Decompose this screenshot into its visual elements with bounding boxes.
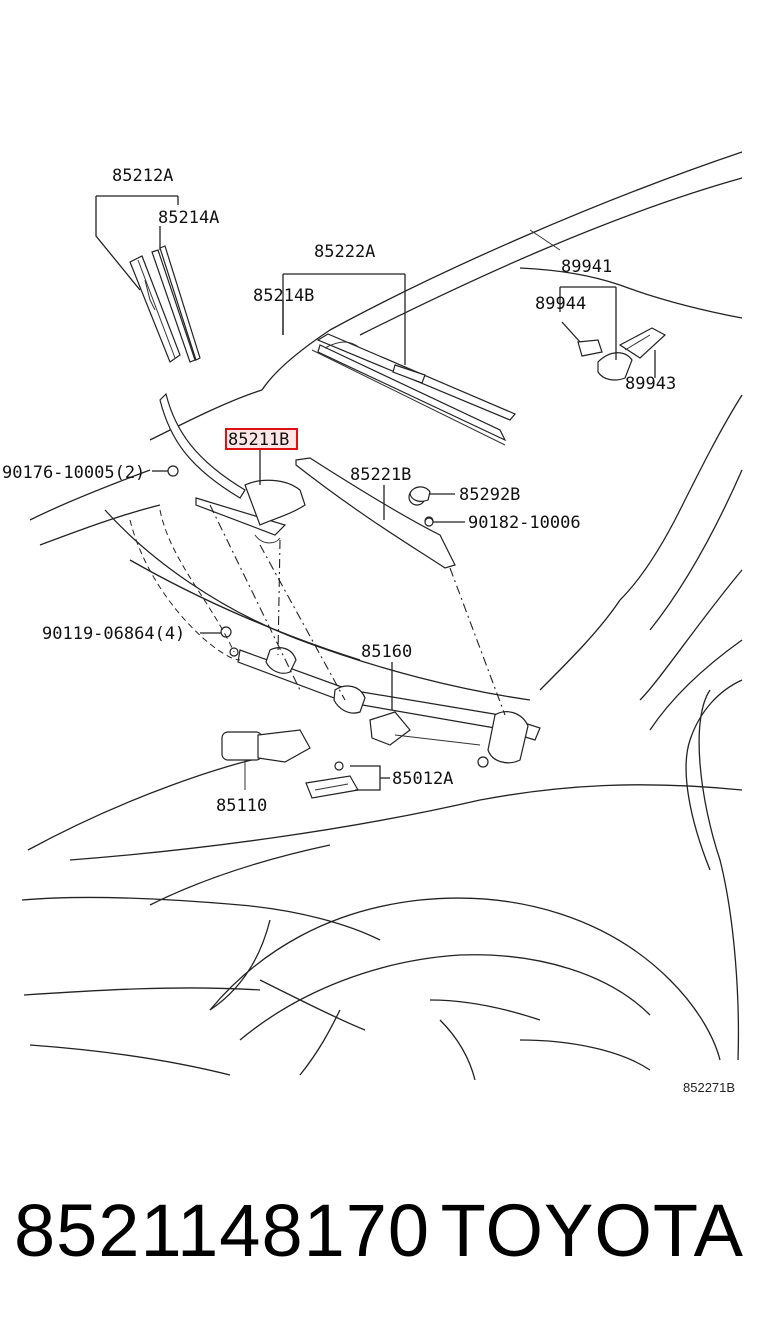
label-89941: 89941 <box>561 257 612 277</box>
wiper-blade-refill <box>129 245 201 363</box>
part-number: 8521148170 <box>14 1189 431 1272</box>
passenger-wiper-blade <box>311 333 516 446</box>
nozzle-parts <box>577 327 667 381</box>
label-90119-06864: 90119-06864(4) <box>42 624 185 644</box>
label-85012A: 85012A <box>392 769 453 789</box>
label-85212A: 85212A <box>112 166 173 186</box>
driver-wiper-arm <box>159 392 306 544</box>
label-90182-10006: 90182-10006 <box>468 513 581 533</box>
car-body-outline <box>21 151 743 1081</box>
connector <box>305 775 359 799</box>
label-90176-10005: 90176-10005(2) <box>2 463 145 483</box>
highlight-box <box>225 428 298 450</box>
pivot-cap <box>409 486 434 527</box>
label-85110: 85110 <box>216 796 267 816</box>
label-85292B: 85292B <box>459 485 520 505</box>
label-85221B: 85221B <box>350 465 411 485</box>
brand-name: TOYOTA <box>440 1189 744 1272</box>
label-85211B: 85211B <box>228 430 289 450</box>
wiper-motor <box>221 729 311 790</box>
label-89944: 89944 <box>535 294 586 314</box>
label-85214A: 85214A <box>158 208 219 228</box>
label-85160: 85160 <box>361 642 412 662</box>
part-labels: 85212A 85214A 85222A 85214B 89941 89944 … <box>2 166 735 1095</box>
installation-lines <box>129 504 506 716</box>
label-85222A: 85222A <box>314 242 375 262</box>
label-89943: 89943 <box>625 374 676 394</box>
label-85214B: 85214B <box>253 286 314 306</box>
leader-lines <box>95 195 656 791</box>
diagram-reference: 852271B <box>683 1080 735 1095</box>
